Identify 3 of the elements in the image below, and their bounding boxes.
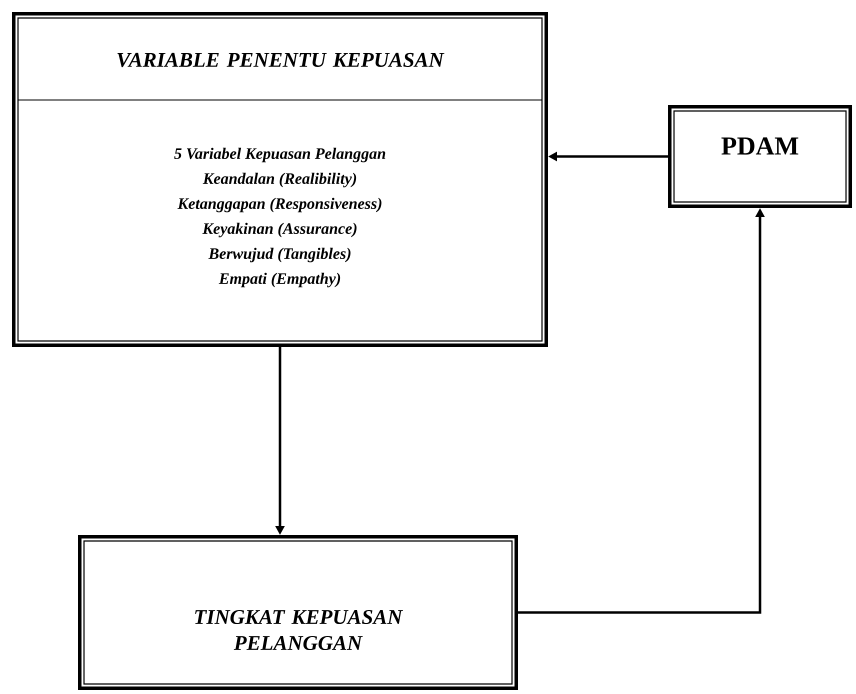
process-box: PDAM	[668, 105, 852, 208]
process-box: VARIABLE PENENTU KEPUASAN 5 Variabel Kepuasan Pelanggan Keandalan (Realibility) Ketanggapan (Responsiveness) Keyakinan (Assurance) Berwujud (Tangibles) Empati (Empathy)	[12, 12, 548, 347]
process-box: TINGKAT KEPUASAN PELANGGAN	[78, 535, 518, 690]
